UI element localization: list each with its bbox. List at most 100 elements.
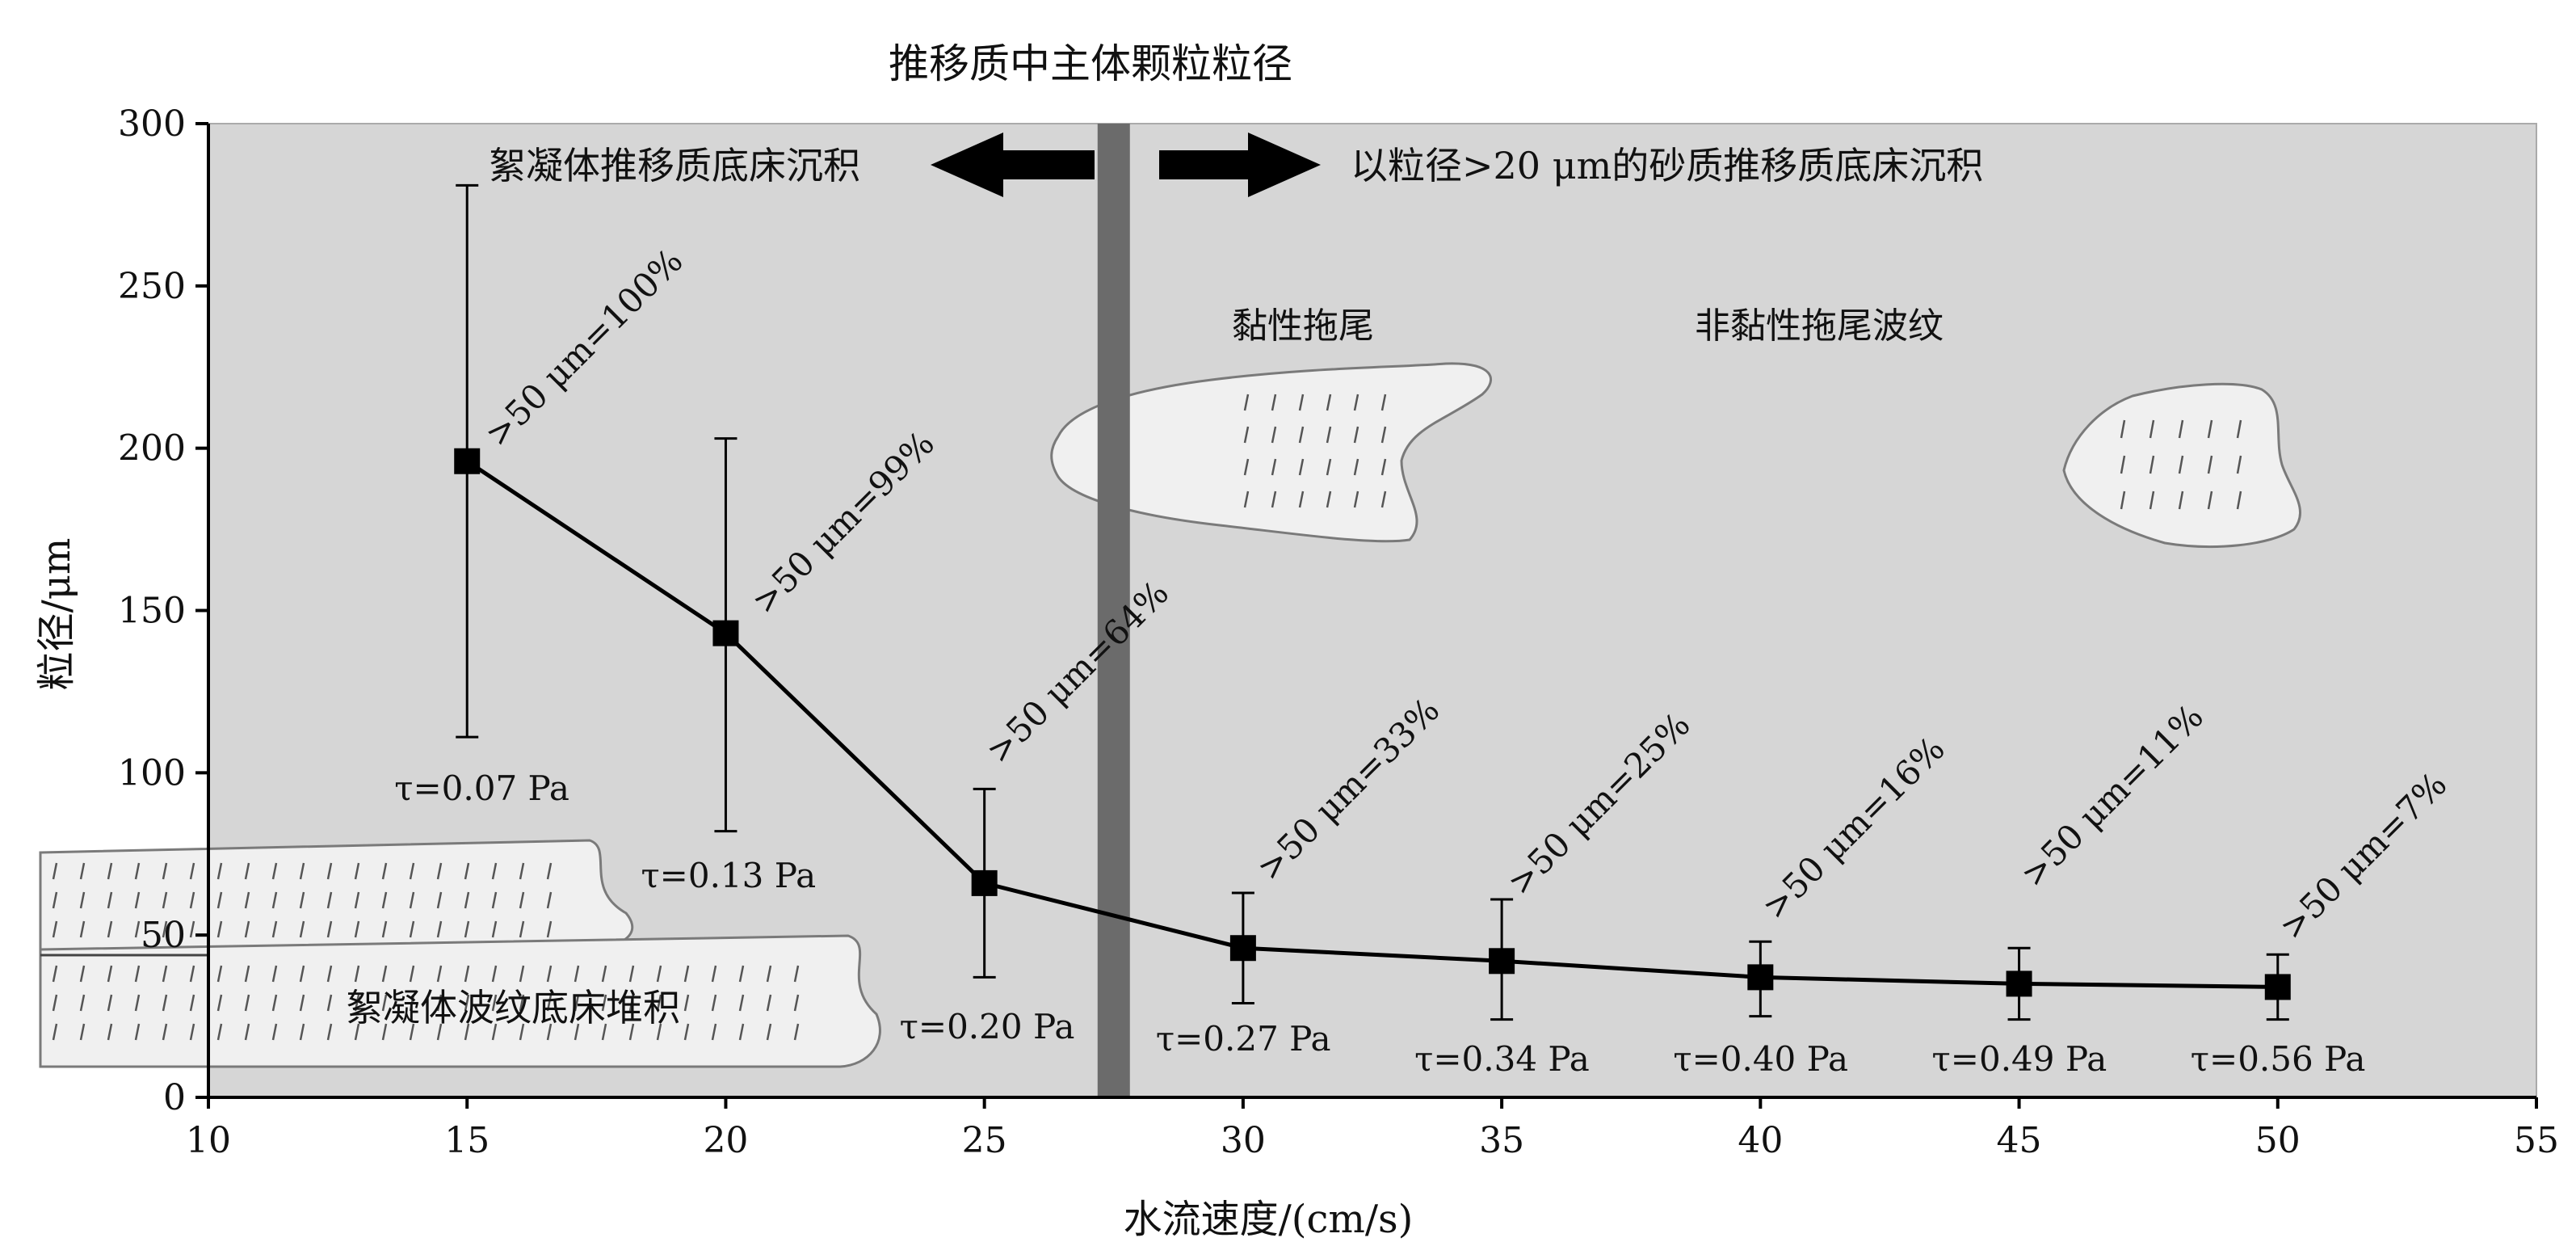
hatch-dash <box>793 994 800 1012</box>
y-tick-label: 0 <box>163 1077 186 1118</box>
hatch-dash <box>271 920 278 938</box>
hatch-dash <box>436 891 443 909</box>
hatch-dash <box>574 965 580 983</box>
hatch-dash <box>299 1023 305 1041</box>
hatch-dash <box>79 1023 86 1041</box>
hatch-dash <box>244 994 250 1012</box>
hatch-dash <box>2207 419 2213 439</box>
hatch-dash <box>271 1023 278 1041</box>
hatch-dash <box>683 994 690 1012</box>
hatch-dash <box>409 965 415 983</box>
x-tick-label: 25 <box>962 1120 1007 1161</box>
data-point <box>712 620 739 646</box>
hatch-dash <box>491 994 498 1012</box>
cohesive-tail-bedform: 黏性拖尾 <box>1050 305 1492 543</box>
hatch-dash <box>793 1023 800 1041</box>
right-arrow <box>1159 133 1321 197</box>
hatch-dash <box>1380 426 1387 444</box>
hatch-dash <box>134 1023 141 1041</box>
hatch-dash <box>519 1023 525 1041</box>
hatch-dash <box>381 891 388 909</box>
hatch-dash <box>491 862 498 880</box>
hatch-dash <box>271 862 278 880</box>
x-tick-label: 15 <box>444 1120 490 1161</box>
hatch-dash <box>79 965 86 983</box>
hatch-dash <box>354 994 360 1012</box>
hatch-dash <box>738 994 745 1012</box>
hatch-dash <box>519 862 525 880</box>
hatch-dash <box>491 891 498 909</box>
y-tick-label: 50 <box>141 915 186 956</box>
hatch-dash <box>189 891 195 909</box>
hatch-dash <box>766 1023 772 1041</box>
hatch-dash <box>683 965 690 983</box>
hatch-dash <box>244 891 250 909</box>
hatch-dash <box>711 1023 717 1041</box>
y-tick-label: 250 <box>118 266 186 307</box>
hatch-dash <box>1380 458 1387 476</box>
data-markers <box>454 448 2291 1000</box>
y-tick-label: 300 <box>118 103 186 145</box>
hatch-dash <box>326 891 333 909</box>
hatch-dash <box>711 994 717 1012</box>
hatch-dash <box>381 1023 388 1041</box>
tau-label: τ=0.34 Pa <box>1414 1039 1590 1079</box>
floc-ripple-lower <box>39 934 881 1068</box>
hatch-dash <box>519 994 525 1012</box>
hatch-dash <box>134 965 141 983</box>
y-tick-label: 100 <box>118 752 186 794</box>
hatch-dash <box>189 862 195 880</box>
hatch-dash <box>52 862 58 880</box>
hatch-dash <box>1326 458 1332 476</box>
hatch-dash <box>381 862 388 880</box>
hatch-dash <box>1380 394 1387 411</box>
floc-ripple-upper <box>39 839 634 955</box>
y-tick-label: 150 <box>118 591 186 632</box>
hatch-dash <box>491 920 498 938</box>
hatch-dash <box>546 1023 553 1041</box>
hatch-dash <box>79 862 86 880</box>
hatch-dash <box>107 920 113 938</box>
hatch-dash <box>1353 490 1359 508</box>
hatch-dash <box>1326 394 1332 411</box>
hatch-dash <box>409 994 415 1012</box>
floc-ripple-hatch <box>52 862 800 1041</box>
x-tick-label: 50 <box>2255 1120 2301 1161</box>
series-line <box>465 459 2278 989</box>
hatch-dash <box>2207 455 2213 474</box>
hatch-dash <box>656 965 662 983</box>
hatch-dash <box>409 862 415 880</box>
hatch-dash <box>2178 419 2184 439</box>
left-arrow <box>931 133 1095 197</box>
hatch-dash <box>216 994 223 1012</box>
hatch-dash <box>2149 419 2155 439</box>
hatch-dash <box>299 965 305 983</box>
x-tick-label: 55 <box>2514 1120 2559 1161</box>
hatch-dash <box>244 862 250 880</box>
hatch-dash <box>271 891 278 909</box>
hatch-dash <box>1298 394 1305 411</box>
hatch-dash <box>436 920 443 938</box>
noncohesive-tail-label: 非黏性拖尾波纹 <box>1695 305 1944 347</box>
hatch-dash <box>628 1023 635 1041</box>
hatch-dash <box>354 1023 360 1041</box>
hatch-dash <box>189 994 195 1012</box>
hatch-dash <box>2236 419 2242 439</box>
hatch-dash <box>436 965 443 983</box>
hatch-dash <box>409 1023 415 1041</box>
hatch-dash <box>107 994 113 1012</box>
hatch-dash <box>354 920 360 938</box>
data-point <box>454 448 481 474</box>
hatch-dash <box>464 965 470 983</box>
hatch-dash <box>2120 455 2126 474</box>
hatch-dash <box>409 920 415 938</box>
tau-label: τ=0.13 Pa <box>641 856 816 895</box>
hatch-dash <box>464 891 470 909</box>
hatch-dash <box>326 862 333 880</box>
y-axis-label: 粒径/μm <box>34 538 79 691</box>
hatch-dash <box>1271 394 1277 411</box>
tau-label: τ=0.56 Pa <box>2191 1039 2366 1079</box>
x-tick-label: 40 <box>1738 1120 1783 1161</box>
